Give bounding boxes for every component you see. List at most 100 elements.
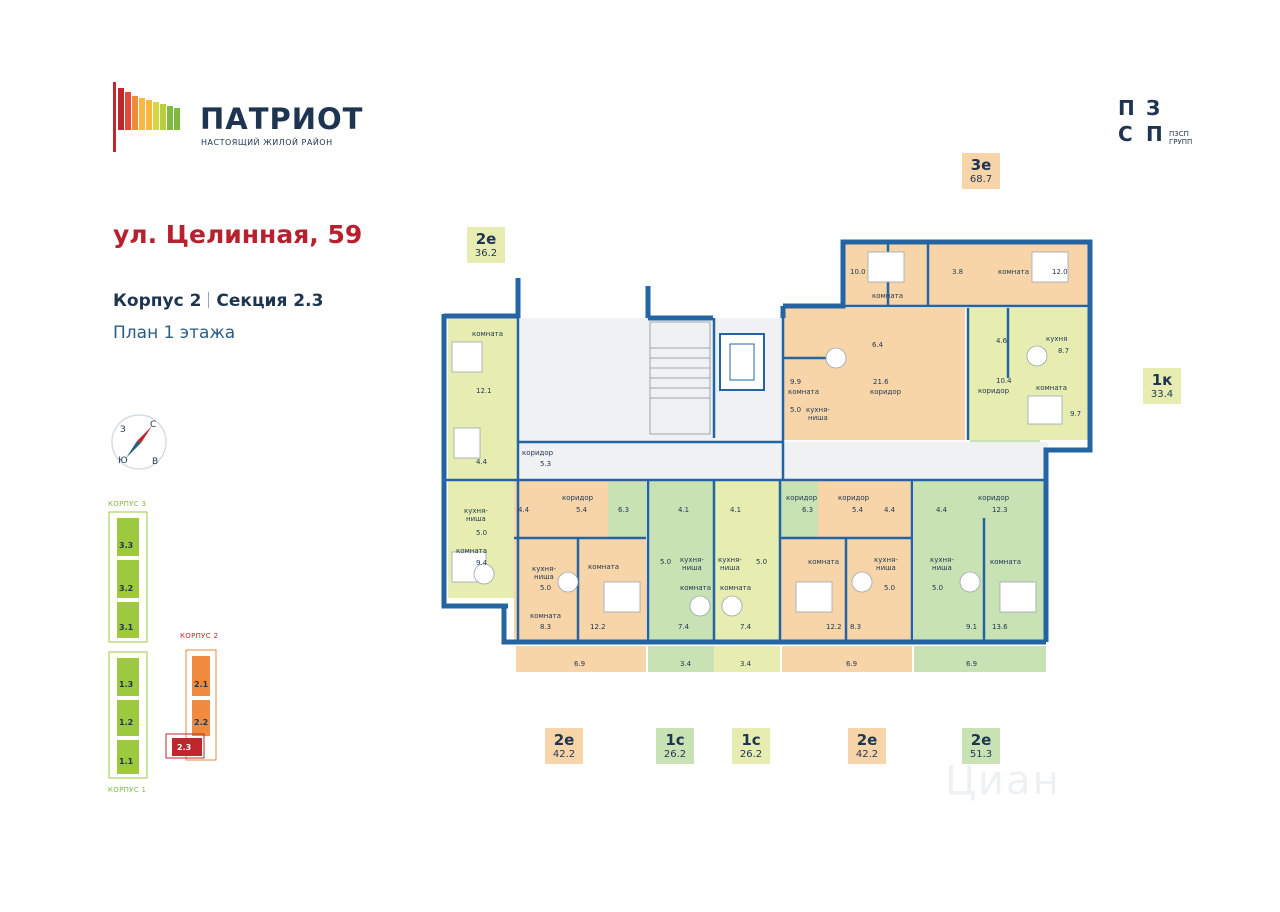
section-label: 1.2 [119, 718, 134, 727]
section-2-3-active [172, 738, 202, 756]
room-label: кухня- ниша [874, 556, 898, 572]
room-label: коридор [838, 494, 870, 502]
room-label: комната [720, 584, 752, 592]
developer-letter: З [1146, 96, 1161, 120]
section-3-2 [117, 560, 139, 598]
apartment-tag[interactable]: 1с 26.2 [656, 728, 694, 764]
room-label: коридор [978, 494, 1010, 502]
developer-name: ПЗСП ГРУПП [1169, 130, 1193, 146]
apartment-tag[interactable]: 1к 33.4 [1143, 368, 1181, 404]
room-area: 4.6 [996, 337, 1008, 345]
room-area: 10.0 [850, 268, 866, 276]
floor-plan [441, 239, 1093, 672]
brand-name: ПАТРИОТ [200, 102, 364, 136]
room-area: 4.4 [518, 506, 530, 514]
room-area: 9.1 [966, 623, 978, 631]
room-area: 8.3 [850, 623, 862, 631]
apartment-tag[interactable]: 1с 26.2 [732, 728, 770, 764]
room-area: 4.4 [936, 506, 948, 514]
site-map-korpus1-label: КОРПУС 1 [108, 786, 147, 794]
room-area: 7.4 [678, 623, 690, 631]
room-label: кухня [1046, 335, 1068, 343]
room-label: комната [588, 563, 620, 571]
room-area: 9.9 [790, 378, 802, 386]
room-area: 4.1 [730, 506, 742, 514]
room-label: комната [530, 612, 562, 620]
room-area: 8.7 [1058, 347, 1070, 355]
room-area: 4.1 [678, 506, 690, 514]
compass-w: З [120, 425, 126, 435]
apartment-tag[interactable]: 2е 51.3 [962, 728, 1000, 764]
site-map-korpus2-label: КОРПУС 2 [180, 632, 219, 640]
divider [208, 292, 210, 308]
room-area: 9.7 [1070, 410, 1082, 418]
room-label: коридор [562, 494, 594, 502]
room-label: кухня- ниша [718, 556, 742, 572]
room-label: комната [872, 292, 904, 300]
watermark: Циан [945, 758, 1061, 804]
room-label: коридор [870, 388, 902, 396]
room-area: 6.4 [872, 341, 884, 349]
room-label: коридор [978, 387, 1010, 395]
room-area: 5.0 [932, 584, 944, 592]
section-label: 3.3 [119, 541, 134, 550]
room-area: 4.4 [884, 506, 896, 514]
room-label: коридор [522, 449, 554, 457]
room-label: кухня- ниша [532, 565, 556, 581]
room-label: комната [472, 330, 504, 338]
compass-s: Ю [118, 456, 128, 466]
room-area: 5.3 [540, 460, 552, 468]
room-area: 5.0 [660, 558, 672, 566]
room-area: 13.6 [992, 623, 1008, 631]
room-label: коридор [786, 494, 818, 502]
room-area: 5.0 [756, 558, 768, 566]
room-label: комната [998, 268, 1030, 276]
section-label-active: 2.3 [177, 743, 192, 752]
room-area: 6.9 [966, 660, 978, 668]
room-area: 3.4 [680, 660, 692, 668]
section-1-2 [117, 700, 139, 736]
room-area: 3.4 [740, 660, 752, 668]
site-map [108, 511, 217, 779]
room-area: 8.3 [540, 623, 552, 631]
room-label: комната [680, 584, 712, 592]
room-area: 12.0 [1052, 268, 1068, 276]
room-area: 12.2 [590, 623, 606, 631]
section-2-1 [192, 656, 210, 696]
developer-letter: П [1146, 122, 1163, 146]
room-label: комната [1036, 384, 1068, 392]
compass-icon: С З Ю В [111, 414, 167, 470]
room-area: 5.4 [576, 506, 588, 514]
room-label: кухня- ниша [930, 556, 954, 572]
room-label: комната [990, 558, 1022, 566]
section-label: 1.3 [119, 680, 134, 689]
apartment-tag[interactable]: 2е 42.2 [848, 728, 886, 764]
building-label: Корпус 2 [113, 291, 202, 311]
room-area: 9.4 [476, 559, 488, 567]
room-area: 4.4 [476, 458, 488, 466]
section-label: 3.2 [119, 584, 134, 593]
section-label: 1.1 [119, 757, 134, 766]
apartment-tag[interactable]: 2е 36.2 [467, 227, 505, 263]
section-2-2 [192, 700, 210, 736]
room-area: 6.3 [802, 506, 814, 514]
apartment-tag[interactable]: 3е 68.7 [962, 153, 1000, 189]
room-area: 6.3 [618, 506, 630, 514]
apartment-tag[interactable]: 2е 42.2 [545, 728, 583, 764]
room-area: 5.0 [790, 406, 802, 414]
room-area: 5.0 [540, 584, 552, 592]
brand-tagline: НАСТОЯЩИЙ ЖИЛОЙ РАЙОН [201, 138, 333, 147]
section-label: 3.1 [119, 623, 134, 632]
room-label: кухня- ниша [464, 507, 488, 523]
room-area: 3.8 [952, 268, 964, 276]
patriot-logo-icon [113, 82, 180, 152]
developer-logo: П З С П ПЗСП ГРУПП [1115, 96, 1205, 146]
floor-plan-label: План 1 этажа [113, 323, 236, 343]
room-label: комната [788, 388, 820, 396]
compass-e: В [152, 457, 158, 467]
site-map-korpus3-label: КОРПУС 3 [108, 500, 147, 508]
room-area: 5.4 [852, 506, 864, 514]
room-area: 7.4 [740, 623, 752, 631]
address-title: ул. Целинная, 59 [113, 220, 363, 249]
room-label: кухня- ниша [680, 556, 704, 572]
